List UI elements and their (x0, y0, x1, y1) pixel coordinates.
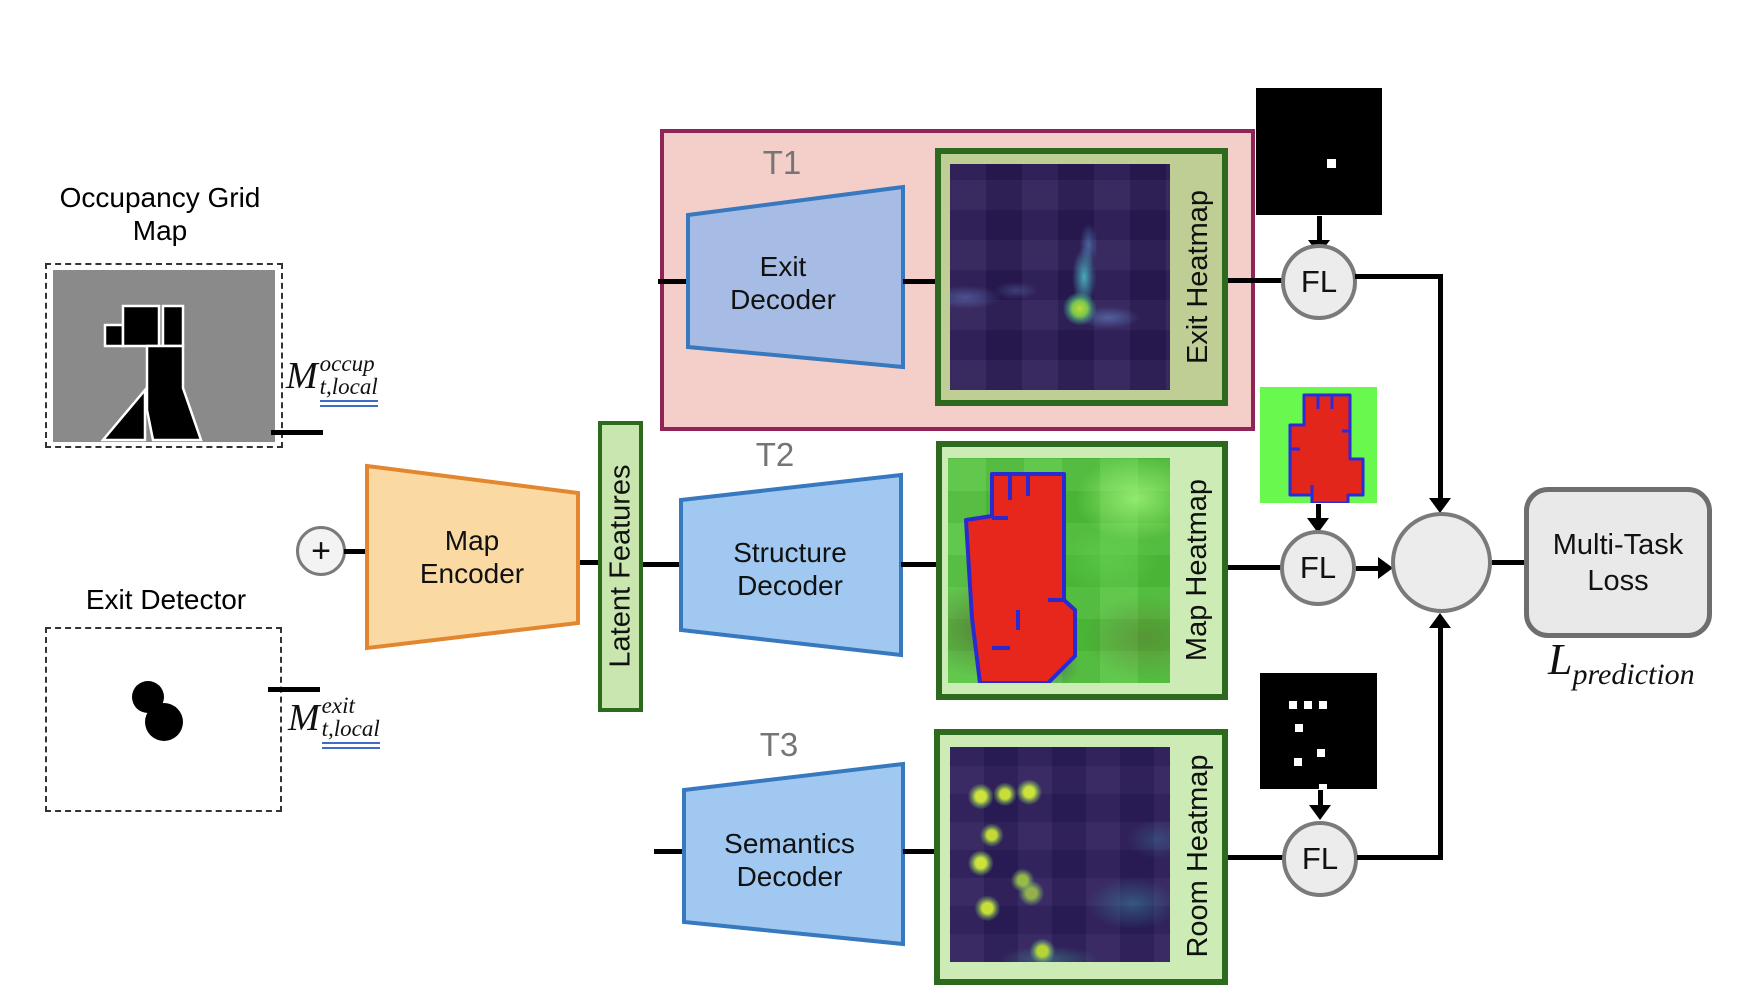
semantics-decoder-label: Semantics Decoder (724, 828, 855, 892)
t2-decoder-output-wire (901, 562, 938, 567)
room-ground-truth-image (1260, 673, 1377, 789)
room-gt-dot (1289, 701, 1297, 709)
occupancy-symbol-base: M (286, 355, 318, 397)
room-gt-dot (1304, 701, 1312, 709)
encoder-latent-wire (580, 560, 598, 565)
t3-tag: T3 (759, 726, 799, 763)
structure-decoder-label: Structure Decoder (733, 537, 847, 601)
t1-tag: T1 (762, 144, 802, 181)
room-heatmap-image (950, 747, 1170, 962)
t2-sum-arrowhead-icon (1378, 557, 1393, 579)
room-gt-dot (1317, 749, 1325, 757)
plus-icon: + (311, 531, 331, 570)
t1-decoder-output-wire (903, 279, 937, 284)
multi-task-loss-box: Multi-Task Loss (1524, 487, 1712, 638)
exit-symbol-sup: exit (321, 693, 355, 718)
t3-fl-up-wire (1438, 628, 1443, 860)
map-encoder-shape (365, 463, 580, 651)
t2-focal-loss-circle: FL (1280, 530, 1356, 606)
exit-heatmap-image (950, 164, 1170, 390)
multi-task-loss-label: Multi-Task Loss (1552, 528, 1684, 597)
t1-focal-loss-label: FL (1300, 264, 1338, 299)
room-gt-dot (1319, 701, 1327, 709)
occupancy-symbol-sup: occup (319, 351, 375, 376)
map-heatmap-label: Map Heatmap (1181, 478, 1213, 662)
t2-fl-sum-wire (1356, 566, 1380, 571)
occupancy-grid-map-title: Occupancy Grid Map (59, 182, 261, 246)
exit-symbol-base: M (288, 697, 320, 739)
exit-symbol: M exit t,local (288, 694, 380, 749)
t3-input-wire (654, 849, 686, 854)
t1-focal-loss-circle: FL (1281, 244, 1357, 320)
occupancy-output-wire (271, 430, 323, 435)
semantics-decoder-shape (682, 761, 905, 947)
exit-heatmap-fl-wire (1228, 278, 1282, 283)
map-heatmap-plan-overlay (964, 472, 1077, 683)
exit-ground-truth-image (1256, 88, 1382, 215)
exit-gt-arrow-shaft (1317, 216, 1322, 242)
prediction-loss-base: L (1548, 635, 1573, 684)
t3-fl-right-wire (1357, 855, 1443, 860)
map-gt-arrow-shaft (1316, 504, 1321, 520)
exit-detector-title: Exit Detector (85, 584, 247, 615)
t3-decoder-output-wire (903, 849, 936, 854)
exit-heatmap-label: Exit Heatmap (1182, 189, 1214, 365)
prediction-loss-symbol: L prediction (1548, 638, 1695, 690)
t2-tag: T2 (755, 436, 795, 473)
t1-sum-arrowhead-icon (1429, 498, 1451, 513)
t1-fl-right-wire (1355, 274, 1443, 279)
latent-features-label: Latent Features (604, 464, 637, 668)
room-gt-dot (1295, 724, 1303, 732)
occupancy-symbol-sub: t,local (319, 375, 378, 407)
t3-sum-arrowhead-icon (1429, 613, 1451, 628)
room-heatmap-fl-wire (1228, 855, 1283, 860)
structure-decoder-shape (679, 472, 903, 658)
combiner-encoder-wire (344, 549, 366, 554)
room-gt-dot (1319, 784, 1327, 789)
map-ground-truth-image (1260, 387, 1377, 503)
exit-detector-image (53, 634, 274, 806)
latent-features-bar (598, 421, 643, 712)
exit-decoder-shape (686, 184, 905, 370)
exit-symbol-sub: t,local (321, 717, 380, 749)
map-gt-arrowhead-icon (1307, 518, 1329, 533)
room-gt-dot (1294, 758, 1302, 766)
room-gt-arrow-shaft (1318, 790, 1323, 807)
exit-output-wire (268, 687, 320, 692)
t2-focal-loss-label: FL (1299, 550, 1337, 585)
sum-combiner-circle: + (296, 526, 346, 576)
t1-fl-down-wire (1438, 274, 1443, 500)
exit-decoder-label: Exit Decoder (730, 251, 836, 315)
room-gt-arrowhead-icon (1309, 805, 1331, 820)
map-heatmap-fl-wire (1228, 565, 1281, 570)
sum-loss-wire (1492, 560, 1524, 565)
loss-sum-circle (1391, 512, 1492, 613)
exit-gt-dot (1327, 159, 1336, 168)
latent-t2-wire (643, 562, 683, 567)
occupancy-symbol: M occup t,local (286, 352, 378, 407)
room-heatmap-label: Room Heatmap (1182, 754, 1214, 958)
map-encoder-label: Map Encoder (419, 525, 525, 589)
occupancy-grid-map-image (53, 270, 275, 442)
prediction-loss-sub: prediction (1572, 658, 1695, 691)
t3-focal-loss-label: FL (1301, 841, 1339, 876)
t1-input-wire (658, 279, 690, 284)
t3-focal-loss-circle: FL (1282, 821, 1358, 897)
